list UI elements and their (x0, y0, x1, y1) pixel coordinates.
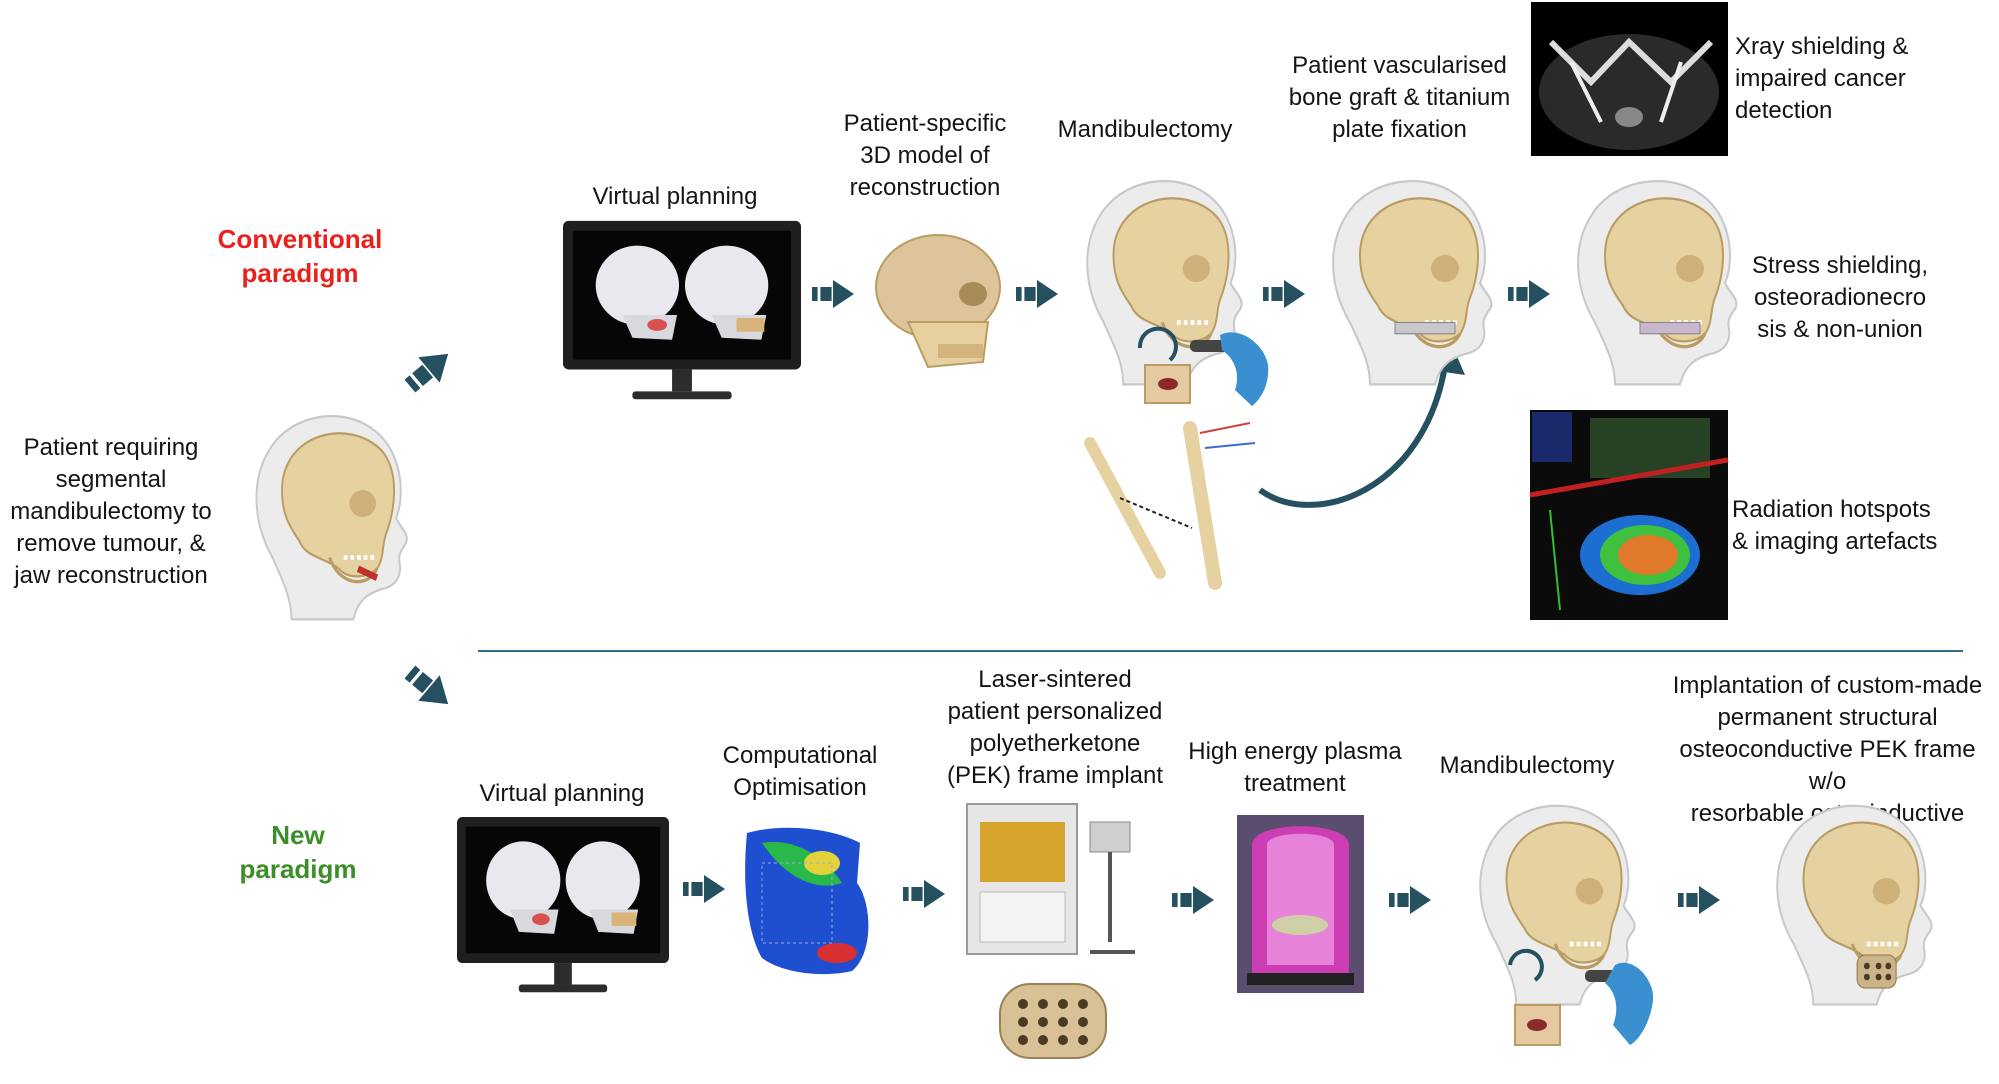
fea-model-image (742, 823, 877, 978)
arrow-icon (1263, 280, 1305, 308)
radiation-outcome-label: Radiation hotspots & imaging artefacts (1732, 496, 1938, 555)
glove-icon (1137, 320, 1290, 410)
conv-virtual-planning-label: Virtual planning (592, 183, 758, 210)
new-optimisation-label: Computational Optimisation (722, 742, 878, 801)
arrow-icon (1508, 280, 1550, 308)
head-icon (1300, 165, 1500, 390)
dose-map-image (1529, 410, 1729, 620)
conv-model-label: Patient-specific 3D model of reconstruct… (843, 110, 1007, 201)
implant-icon (998, 982, 1108, 1062)
arrow-icon (1016, 280, 1058, 308)
arrow-icon (398, 340, 459, 400)
arrow-icon (1389, 886, 1431, 914)
arrow-icon (812, 280, 854, 308)
ct-scan-image (1531, 2, 1728, 156)
fibula-icon (1080, 418, 1280, 590)
printer-icon (965, 802, 1145, 962)
new-mandibulectomy-label: Mandibulectomy (1439, 752, 1615, 779)
arrow-icon (683, 875, 725, 903)
stress-outcome-label: Stress shielding, osteoradionecro sis & … (1751, 252, 1929, 343)
conv-graft-label: Patient vascularised bone graft & titani… (1288, 52, 1511, 143)
arrow-icon (1678, 886, 1720, 914)
head-icon (1545, 165, 1745, 390)
paradigm-divider (478, 650, 1963, 652)
conv-mandibulectomy-label: Mandibulectomy (1057, 116, 1233, 143)
plasma-chamber-icon (1237, 815, 1364, 993)
new-plasma-label: High energy plasma treatment (1188, 738, 1402, 797)
patient-label: Patient requiring segmental mandibulecto… (10, 434, 212, 589)
skull-icon (868, 232, 1018, 370)
conventional-paradigm-title: Conventional paradigm (217, 224, 383, 288)
arrow-icon (1172, 886, 1214, 914)
arrow-icon (903, 880, 945, 908)
xray-outcome-label: Xray shielding & impaired cancer detecti… (1735, 33, 1909, 124)
new-laser-label: Laser-sintered patient personalized poly… (946, 666, 1164, 789)
head-icon (1745, 790, 1940, 1010)
arrow-icon (398, 658, 459, 718)
new-paradigm-title: New paradigm (239, 820, 357, 884)
glove-icon (1505, 945, 1655, 1055)
monitor-icon (563, 220, 801, 410)
head-icon (225, 400, 415, 625)
new-virtual-planning-label: Virtual planning (479, 780, 645, 807)
monitor-icon (457, 817, 669, 1002)
